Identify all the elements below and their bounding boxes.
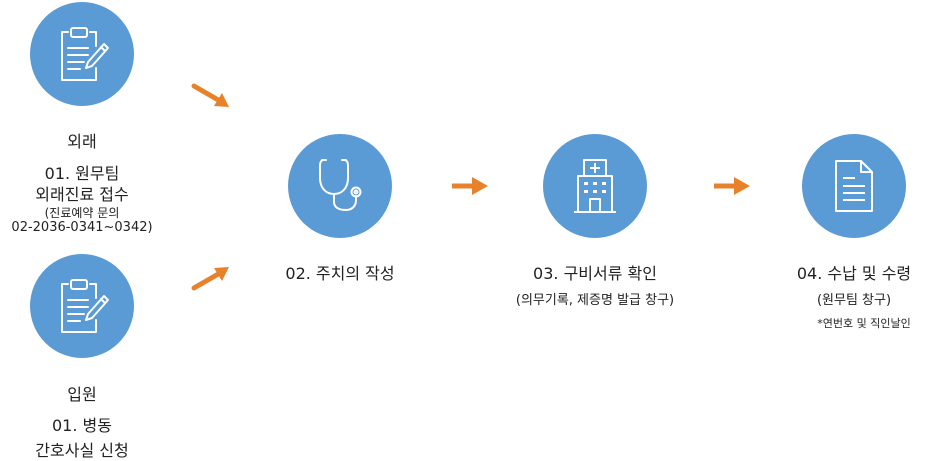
hospital-icon [574,159,616,213]
step3-circle [543,134,647,238]
arrow-up-right [191,267,229,291]
step2-circle [288,134,392,238]
outpatient-note: (진료예약 문의 [44,206,120,220]
outpatient-phone: 02-2036-0341~0342) [11,220,153,235]
stethoscope-icon [319,159,362,211]
arrow-right-2 [714,177,750,195]
clipboard-icon [61,279,109,333]
step4-title: 04. 수납 및 수령 [796,264,912,283]
step4-circle [802,134,906,238]
step3-subtitle: (의무기록, 제증명 발급 창구) [515,293,675,308]
inpatient-step-line2: 간호사실 신청 [35,441,129,460]
clipboard-icon [61,27,109,81]
step2-title: 02. 주치의 작성 [285,264,395,283]
outpatient-heading: 외래 [67,132,97,151]
outpatient-step: 01. 원무팀 [44,164,120,183]
document-icon [835,160,873,212]
arrow-down-right [191,83,229,107]
step4-subtitle: (원무팀 창구) [816,293,892,308]
step4-note: *연번호 및 직인날인 [817,317,911,330]
step3-title: 03. 구비서류 확인 [533,264,657,283]
inpatient-step: 01. 병동 [52,416,112,435]
inpatient-circle [30,254,134,358]
inpatient-heading: 입원 [67,385,97,404]
outpatient-step-line2: 외래진료 접수 [35,185,129,204]
outpatient-circle [30,2,134,106]
arrow-right-1 [452,177,488,195]
